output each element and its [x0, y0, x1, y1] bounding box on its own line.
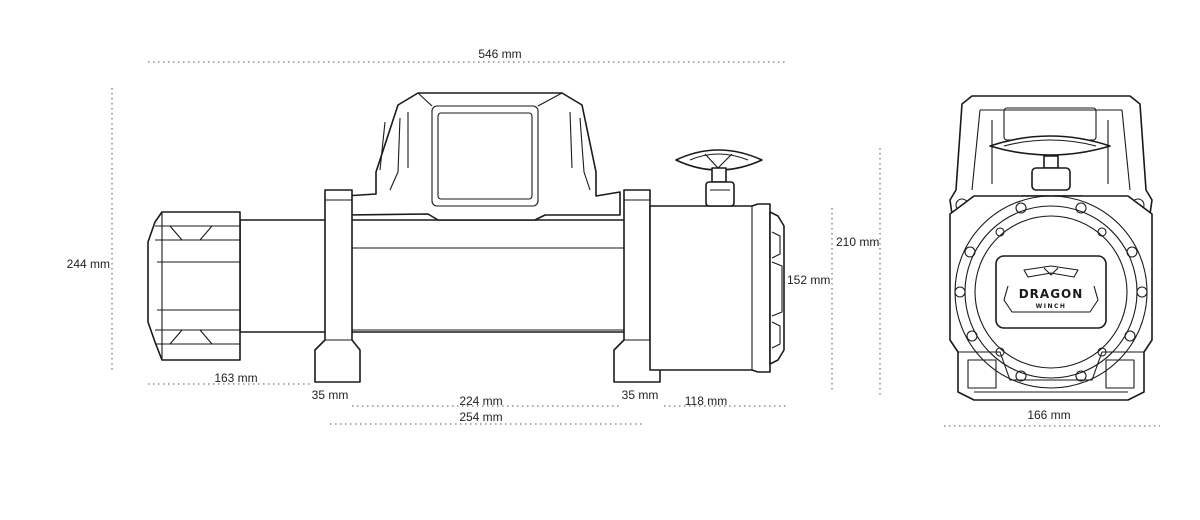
gearbox [147, 211, 241, 361]
label-total-height: 244 mm [67, 257, 110, 271]
label-motor-diameter: 152 mm [787, 273, 830, 287]
label-right-foot: 35 mm [622, 388, 659, 402]
front-view: DRAGON WINCH [949, 95, 1153, 401]
left-mounting-plate [314, 189, 361, 383]
motor [649, 203, 771, 373]
clutch-knob [675, 149, 763, 207]
dimension-labels: 546 mm 244 mm 210 mm 152 mm 163 mm 35 mm… [67, 47, 1071, 424]
side-view [147, 92, 785, 383]
label-motor-height: 210 mm [836, 235, 879, 249]
label-mount-span: 254 mm [459, 410, 502, 424]
label-left-foot: 35 mm [312, 388, 349, 402]
logo-brand-text: DRAGON [1019, 287, 1084, 301]
label-front-width: 166 mm [1027, 408, 1070, 422]
control-box [344, 92, 621, 221]
drum [239, 219, 627, 333]
logo-plate [995, 255, 1107, 329]
label-drum-length: 224 mm [459, 394, 502, 408]
label-total-length: 546 mm [478, 47, 521, 61]
dimension-lines [111, 61, 1160, 427]
label-motor-length: 118 mm [685, 394, 727, 408]
label-gearbox-length: 163 mm [214, 371, 257, 385]
logo-sub-text: WINCH [1036, 303, 1067, 310]
